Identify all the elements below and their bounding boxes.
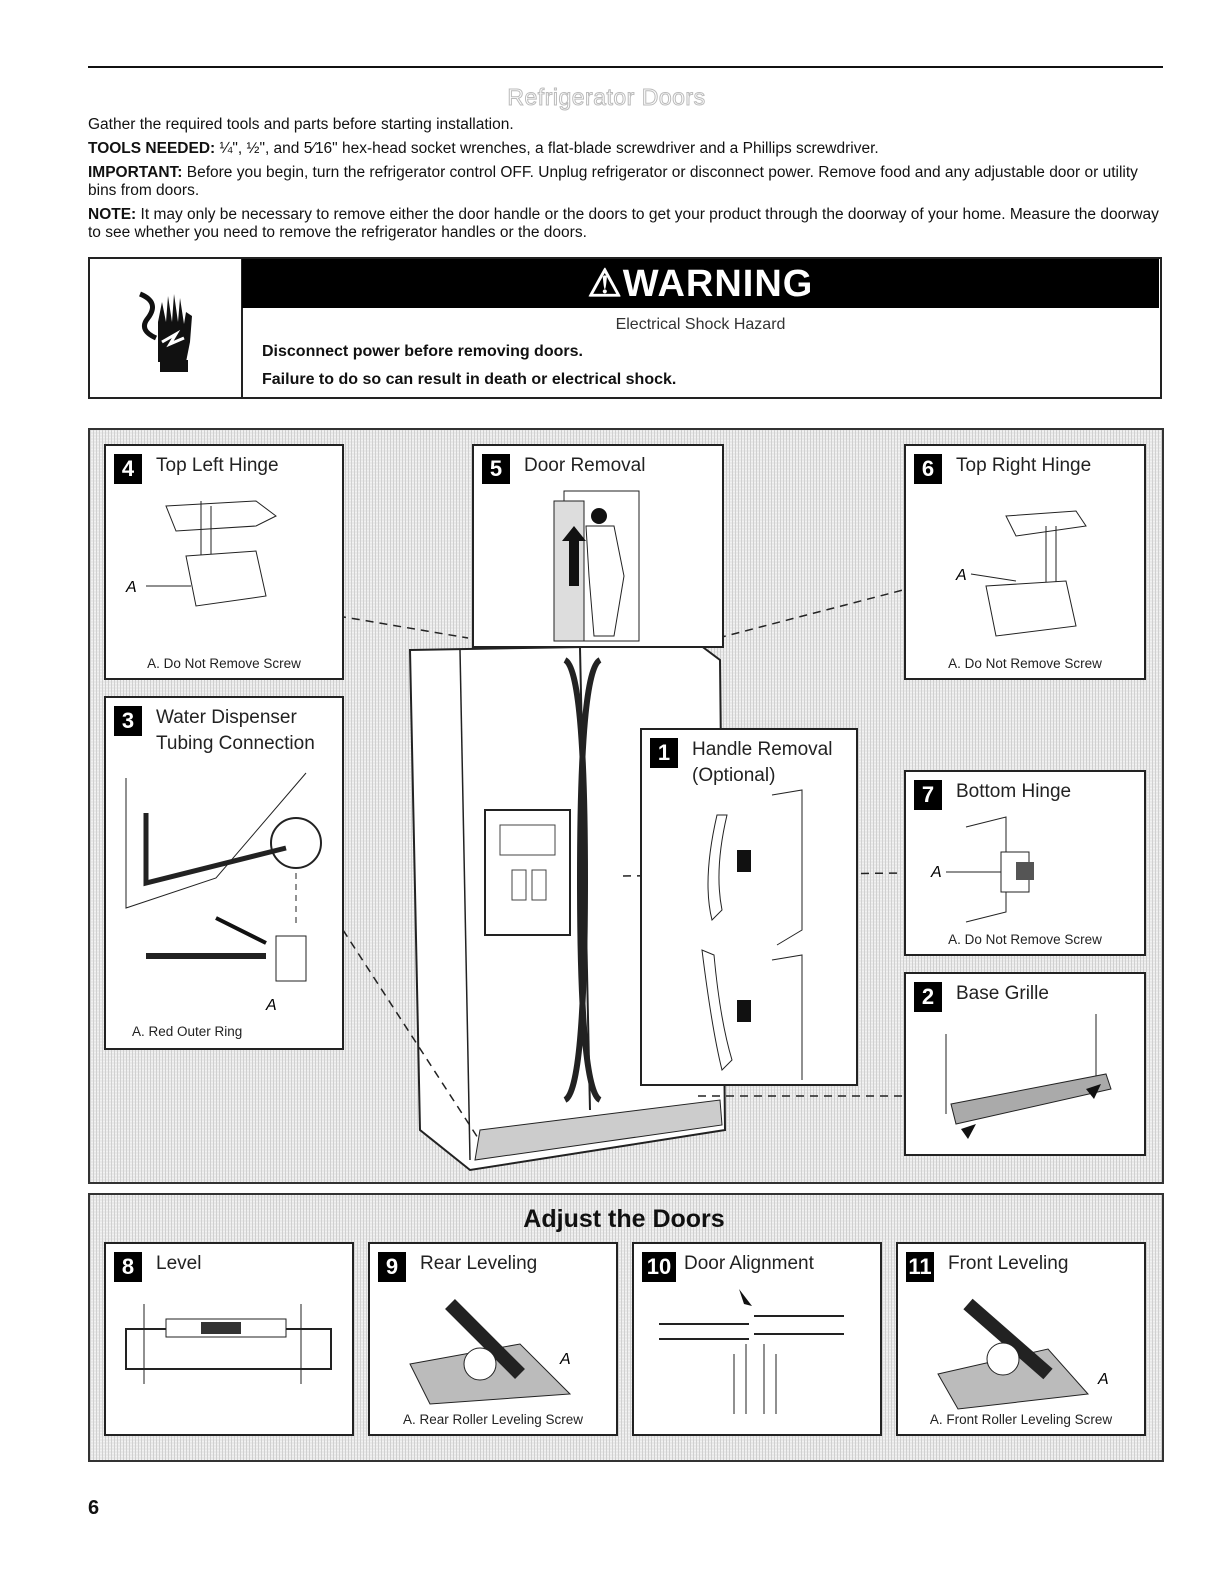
base-grille-illustration (945, 1014, 1112, 1139)
step-number: 2 (914, 982, 942, 1012)
panel-door-removal: 5 Door Removal (472, 444, 724, 648)
panel-title-line-2: (Optional) (692, 765, 776, 786)
callout-a: A (930, 864, 942, 881)
note-label: NOTE: (88, 206, 137, 223)
important-text: Before you begin, turn the refrigerator … (88, 164, 1138, 199)
warning-box (88, 257, 1162, 399)
handle-illustration (701, 789, 803, 1080)
panel-caption: A. Do Not Remove Screw (147, 656, 301, 671)
hinge-illustration: A (125, 500, 277, 607)
panel-title: Rear Leveling (420, 1253, 538, 1274)
panel-handle-removal: 1 Handle Removal (Optional) (640, 728, 858, 1086)
step-number: 8 (114, 1252, 142, 1282)
panel-bottom-hinge: 7 Bottom Hinge A A. Do Not Remove Screw (904, 770, 1146, 956)
panel-rear-leveling: 9 Rear Leveling A A. Rear Roller Levelin… (368, 1242, 618, 1436)
callout-a: A (1097, 1371, 1109, 1388)
hinge-illustration: A (955, 510, 1087, 637)
panel-title: Door Removal (524, 455, 646, 476)
panel-caption: A. Front Roller Leveling Screw (929, 1412, 1113, 1427)
step-number: 10 (642, 1252, 676, 1282)
warning-heading: ⚠WARNING (242, 259, 1159, 308)
panel-title: Front Leveling (948, 1253, 1069, 1274)
panel-title-line-2: Tubing Connection (156, 733, 315, 754)
panel-water-dispenser-tubing: 3 Water Dispenser Tubing Connection A A.… (104, 696, 344, 1050)
panel-caption: A. Do Not Remove Screw (948, 932, 1102, 947)
panel-title: Bottom Hinge (956, 781, 1072, 802)
door-removal-illustration (553, 490, 640, 642)
step-number: 1 (650, 738, 678, 768)
panel-caption: A. Do Not Remove Screw (948, 656, 1102, 671)
step-number: 3 (114, 706, 142, 736)
section-title: Refrigerator Doors (507, 84, 706, 111)
page-number: 6 (88, 1497, 100, 1519)
intro-text: Gather the required tools and parts befo… (88, 116, 1168, 248)
panel-door-alignment: 10 Door Alignment (632, 1242, 882, 1436)
step-number: 9 (378, 1252, 406, 1282)
hinge-illustration: A (930, 816, 1034, 923)
step-number: 5 (482, 454, 510, 484)
callout-a: A (265, 997, 277, 1014)
panel-title: Level (156, 1253, 202, 1274)
warning-line-1: Disconnect power before removing doors. (262, 343, 583, 360)
electrical-shock-hand-icon (100, 272, 230, 382)
adjust-doors-title: Adjust the Doors (523, 1205, 725, 1233)
callout-a: A (125, 579, 137, 596)
step-number: 4 (114, 454, 142, 484)
callout-a: A (955, 567, 967, 584)
step-number: 11 (906, 1252, 934, 1282)
panel-top-right-hinge: 6 Top Right Hinge A A. Do Not Remove Scr… (904, 444, 1146, 680)
warning-divider (241, 257, 243, 397)
important-label: IMPORTANT: (88, 164, 183, 181)
note: NOTE: It may only be necessary to remove… (88, 206, 1168, 242)
top-rule (88, 66, 1163, 68)
note-text: It may only be necessary to remove eithe… (88, 206, 1159, 241)
door-alignment-illustration (659, 1289, 844, 1414)
tools-needed: TOOLS NEEDED: ¼", ½", and 5⁄16" hex-head… (88, 140, 1168, 158)
level-illustration (125, 1304, 332, 1384)
panel-title: Top Left Hinge (156, 455, 279, 476)
intro-line: Gather the required tools and parts befo… (88, 116, 514, 133)
panel-front-leveling: 11 Front Leveling A A. Front Roller Leve… (896, 1242, 1146, 1436)
important-note: IMPORTANT: Before you begin, turn the re… (88, 164, 1168, 200)
panel-level: 8 Level (104, 1242, 354, 1436)
tubing-illustration: A (125, 772, 322, 1014)
panel-caption: A. Red Outer Ring (132, 1024, 243, 1039)
callout-a: A (559, 1351, 571, 1368)
panel-title: Door Alignment (684, 1253, 814, 1274)
panel-caption: A. Rear Roller Leveling Screw (402, 1412, 584, 1427)
panel-title: Base Grille (956, 983, 1049, 1004)
panel-title-line-1: Water Dispenser (156, 707, 297, 728)
panel-title: Top Right Hinge (956, 455, 1092, 476)
tools-text: ¼", ½", and 5⁄16" hex-head socket wrench… (215, 140, 879, 157)
panel-base-grille: 2 Base Grille (904, 972, 1146, 1156)
warning-line-2: Failure to do so can result in death or … (262, 371, 677, 388)
tools-label: TOOLS NEEDED: (88, 140, 216, 157)
panel-title-line-1: Handle Removal (692, 739, 833, 760)
front-leveling-illustration: A (937, 1298, 1109, 1410)
step-number: 7 (914, 780, 942, 810)
panel-top-left-hinge: 4 Top Left Hinge A A. Do Not Remove Scre… (104, 444, 344, 680)
warning-subheading: Electrical Shock Hazard (615, 316, 786, 333)
rear-leveling-illustration: A (409, 1299, 572, 1405)
step-number: 6 (914, 454, 942, 484)
